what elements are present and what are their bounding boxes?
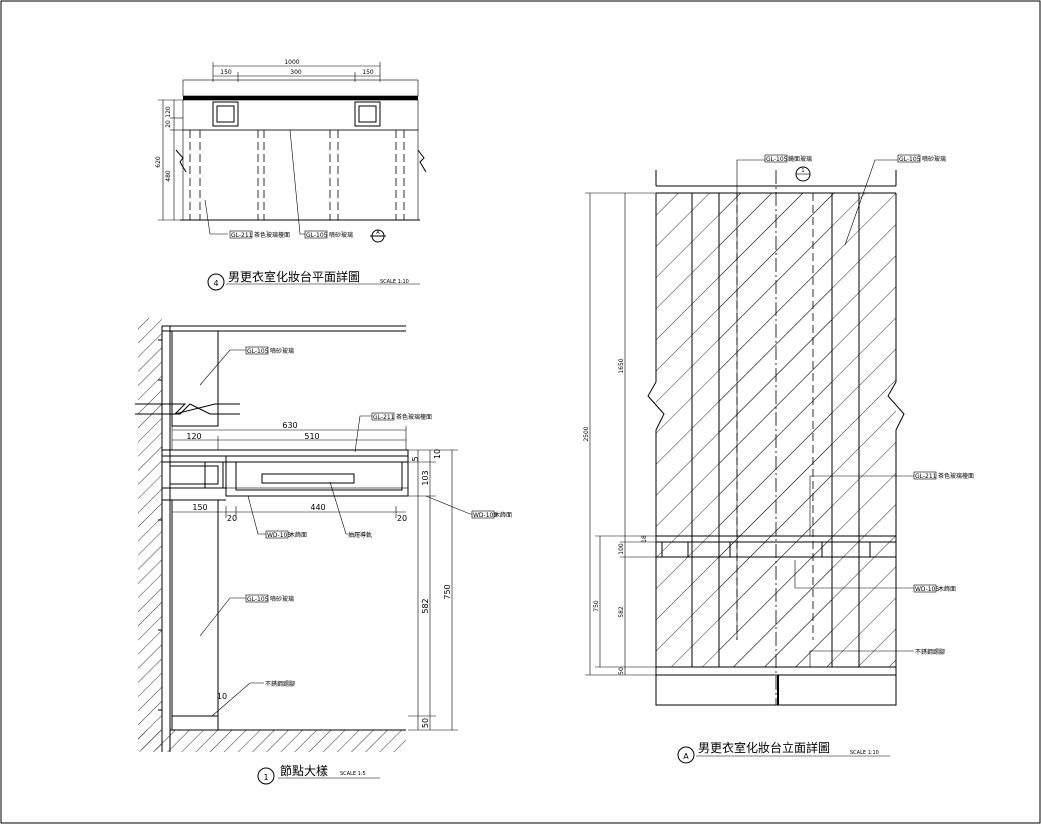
plan-dim-v3: 480 (165, 170, 172, 182)
node-dim-120: 120 (186, 432, 201, 441)
elev-label-1-text: 鏡面玻璃 (788, 155, 812, 163)
node-scale: SCALE 1:5 (340, 771, 366, 777)
elev-dim-2500: 2500 (583, 426, 590, 441)
node-label-1-text: 噴砂玻璃 (270, 347, 294, 355)
elev-title-circle (677, 746, 695, 764)
elevation-detail: 1 2500 1650 100 18 750 582 50 GL-105 鏡面玻… (583, 154, 974, 764)
node-label-7-text: 不銹鋼踢腳 (265, 680, 295, 688)
elev-label-5-text: 不銹鋼踢腳 (915, 648, 945, 656)
node-floor-hatch (138, 730, 406, 752)
plan-detail: 1000 150 300 150 120 20 480 620 GL-211 茶… (155, 59, 427, 291)
node-detail: 630 120 510 150 20 440 20 5 10 103 582 7… (135, 318, 512, 785)
plan-dim-v4: 620 (155, 156, 162, 168)
node-label-3-tag: WD-105 (473, 512, 497, 519)
plan-label-2-tag: GL-105 (306, 232, 328, 239)
node-dim-10b: 10 (217, 692, 227, 701)
plan-dim-right: 150 (362, 69, 374, 76)
elev-title-number: A (683, 752, 689, 761)
node-dim-510: 510 (304, 432, 319, 441)
node-label-5-text: 抽屜導軌 (348, 531, 372, 539)
elev-floor (655, 674, 897, 706)
elev-dim-50: 50 (618, 667, 625, 675)
plan-scale: SCALE 1:10 (380, 279, 409, 285)
node-dim-440: 440 (310, 503, 325, 512)
node-label-6-tag: GL-105 (247, 596, 269, 603)
node-label-2-text: 茶色玻璃檯面 (396, 413, 432, 421)
node-lower-glass (171, 499, 219, 717)
plan-glass-hatch (182, 129, 419, 221)
svg-text:1: 1 (801, 168, 804, 174)
plan-dim-v2: 20 (165, 120, 172, 128)
node-label-4-text: 木飾面 (289, 531, 307, 539)
node-upper-glass (171, 330, 219, 427)
node-drawer-handle (261, 473, 355, 484)
node-dim-150: 150 (192, 503, 207, 512)
elev-dim-582: 582 (618, 606, 625, 618)
node-dim-20b: 20 (397, 514, 407, 523)
elev-scale: SCALE 1:10 (850, 750, 879, 756)
elev-dim-1650: 1650 (618, 358, 625, 373)
plan-box-left (212, 101, 239, 127)
plan-counter-band (182, 99, 419, 131)
node-dim-103: 103 (421, 470, 430, 485)
node-label-1-tag: GL-105 (247, 348, 269, 355)
plan-title-number: 4 (213, 279, 218, 288)
plan-title-circle (207, 273, 225, 291)
node-dim-20a: 20 (227, 514, 237, 523)
node-label-6-text: 噴砂玻璃 (270, 595, 294, 603)
elev-title: 男更衣室化妝台立面詳圖 (698, 740, 830, 755)
plan-dim-left: 150 (220, 69, 232, 76)
plan-label-2-text: 噴砂玻璃 (329, 231, 353, 239)
node-dim-10: 10 (433, 449, 442, 459)
node-countertop (161, 449, 409, 457)
node-label-2-tag: GL-211 (373, 414, 395, 421)
plan-dim-v1: 120 (165, 106, 172, 118)
node-dim-630: 630 (282, 421, 297, 430)
elev-dim-100: 100 (618, 543, 625, 555)
node-dim-582: 582 (421, 598, 430, 613)
plan-dim-overall: 1000 (284, 59, 299, 66)
elev-label-3-tag: GL-211 (915, 473, 937, 480)
elev-label-4-text: 木飾面 (938, 585, 956, 593)
plan-dim-mid: 300 (290, 69, 302, 76)
plan-top-edge (183, 96, 418, 100)
node-title: 節點大樣 (280, 763, 328, 778)
node-wall-hatch (138, 318, 162, 750)
node-label-3-text: 木飾面 (494, 511, 512, 519)
node-title-circle (257, 767, 275, 785)
plan-label-1-tag: GL-211 (231, 232, 253, 239)
elev-label-2-tag: GL-105 (899, 156, 921, 163)
elev-label-1-tag: GL-105 (766, 156, 788, 163)
node-title-number: 1 (263, 773, 268, 782)
elev-label-2-text: 噴砂玻璃 (922, 155, 946, 163)
node-dim-50: 50 (421, 718, 430, 728)
elev-label-4-tag: WD-105 (915, 586, 939, 593)
plan-label-1-text: 茶色玻璃檯面 (254, 231, 290, 239)
elev-label-3-text: 茶色玻璃檯面 (938, 472, 974, 480)
node-dim-5: 5 (411, 456, 420, 461)
node-label-4-tag: WD-105 (267, 532, 291, 539)
plan-title: 男更衣室化妝台平面詳圖 (228, 269, 360, 284)
node-dim-750: 750 (443, 584, 452, 599)
node-skirting (171, 715, 219, 731)
svg-text:A: A (376, 230, 380, 236)
elev-dim-18: 18 (641, 535, 648, 543)
plan-box-right (354, 101, 381, 127)
plan-stone-band (182, 79, 419, 97)
elev-dim-750: 750 (593, 600, 600, 612)
